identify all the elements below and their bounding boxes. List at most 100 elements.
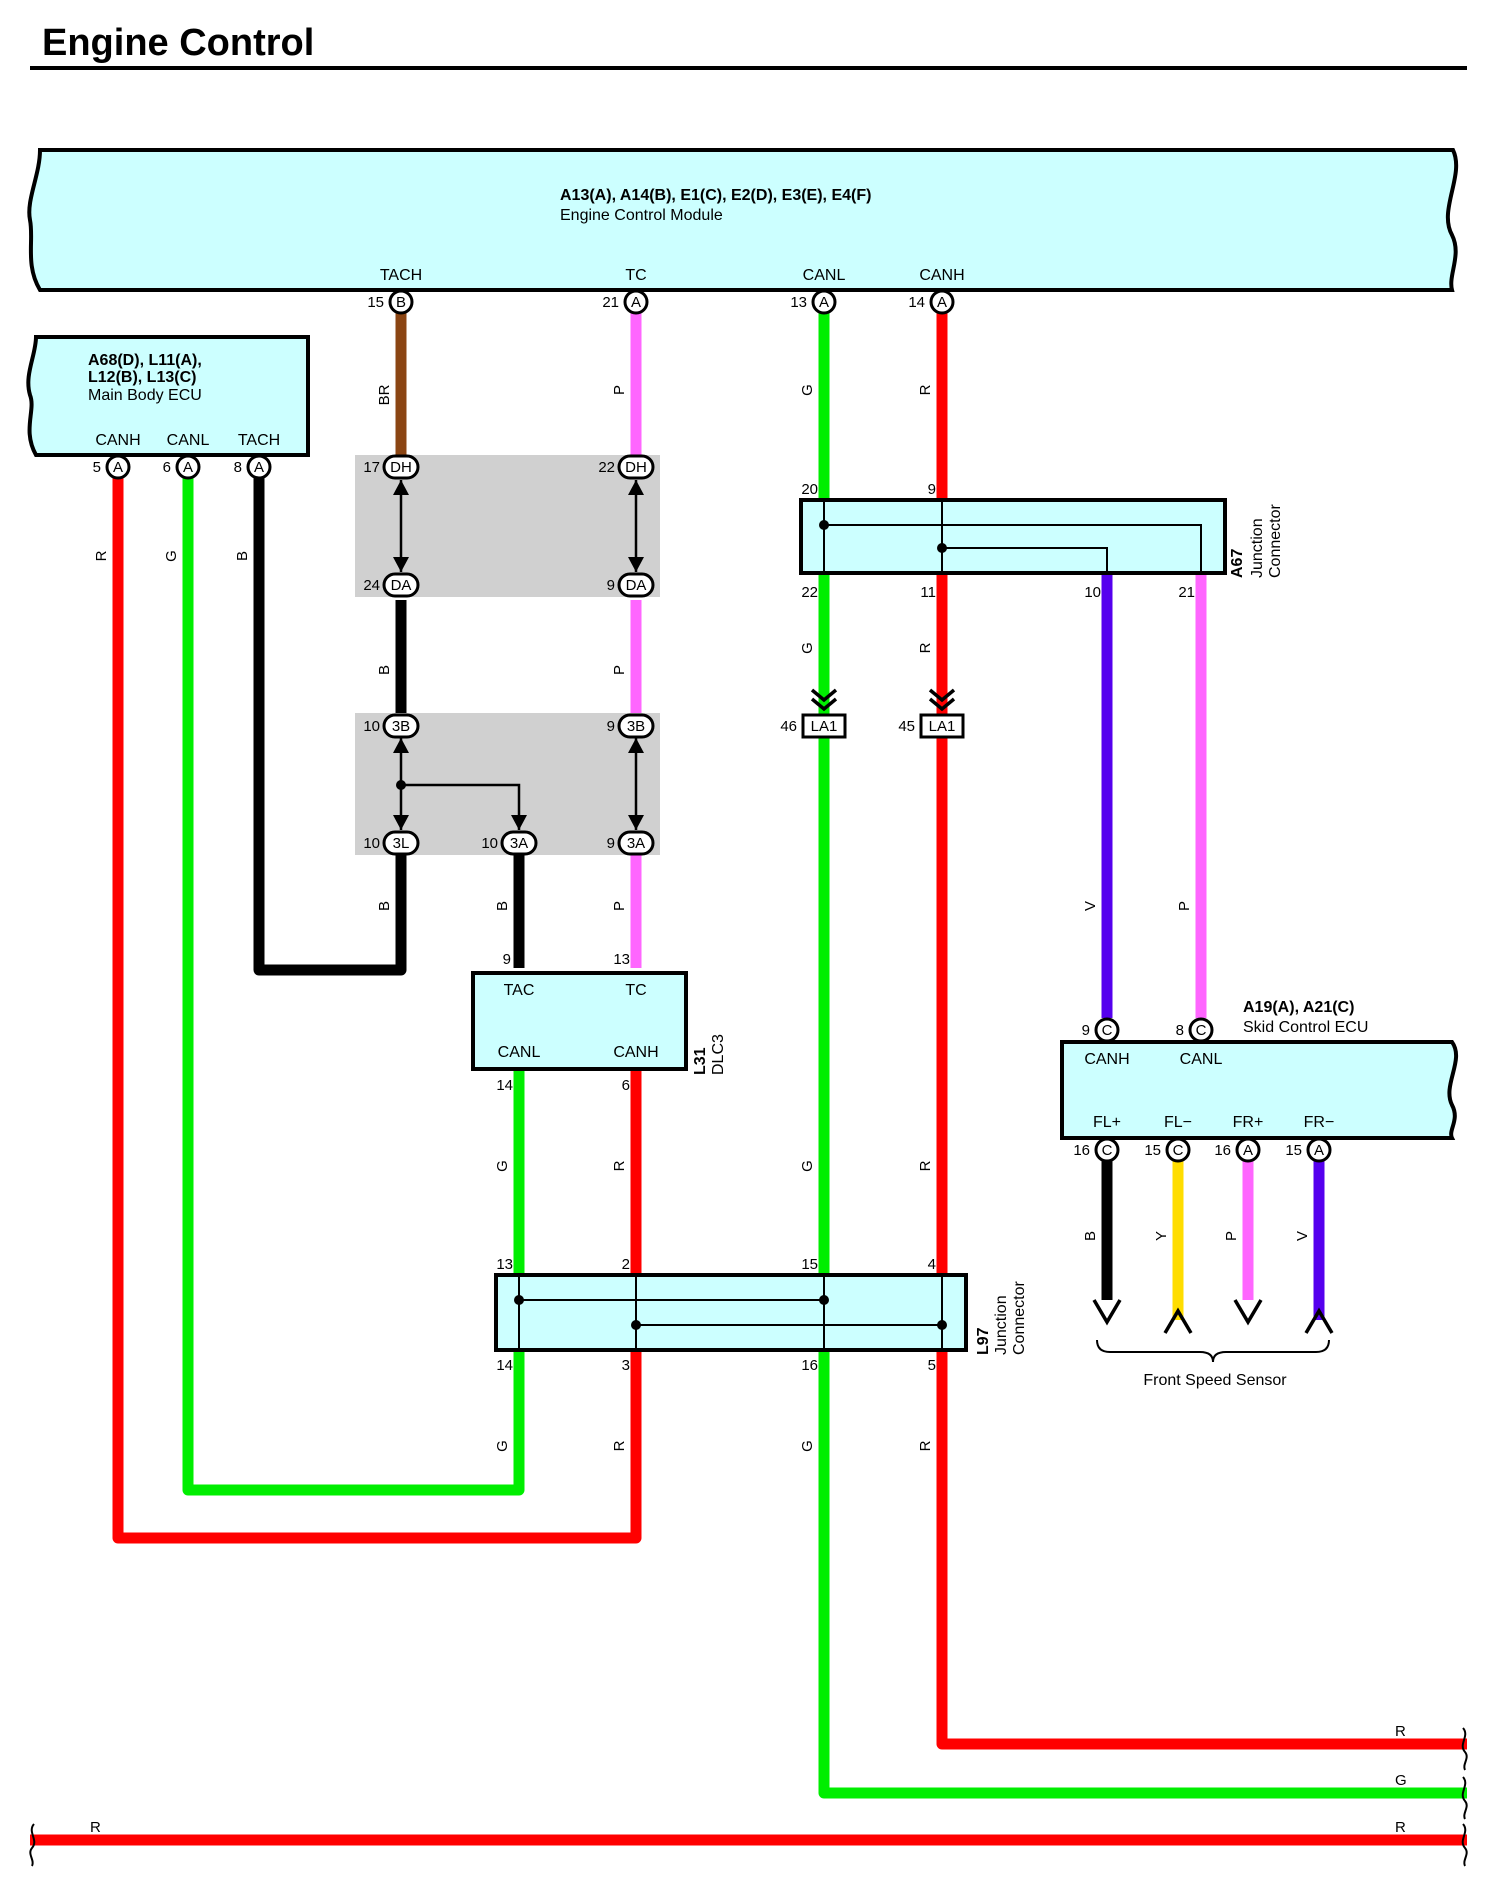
svg-text:15: 15 bbox=[801, 1256, 818, 1273]
terminal-markers: B A A A A A A DH DH DA DA 3B 3B 3L 3A 3A… bbox=[105, 289, 1332, 1163]
svg-text:B: B bbox=[376, 901, 393, 911]
skid-canl-label: CANL bbox=[1180, 1051, 1223, 1068]
skid-frm-label: FR− bbox=[1304, 1114, 1335, 1131]
term-ecm-tach: B bbox=[388, 289, 414, 315]
term-la1-canh: LA1 bbox=[919, 713, 965, 739]
svg-text:R: R bbox=[1395, 1723, 1406, 1740]
ecm-canh-label: CANH bbox=[919, 267, 964, 284]
svg-text:C: C bbox=[1173, 1142, 1184, 1159]
svg-text:13: 13 bbox=[790, 294, 807, 311]
svg-text:P: P bbox=[1176, 901, 1193, 911]
term-dh-2: DH bbox=[617, 454, 655, 480]
svg-text:P: P bbox=[611, 665, 628, 675]
term-skid-flp: C bbox=[1094, 1137, 1120, 1163]
page-title: Engine Control bbox=[42, 22, 314, 64]
svg-text:DA: DA bbox=[626, 577, 647, 594]
svg-text:22: 22 bbox=[801, 584, 818, 601]
svg-text:9: 9 bbox=[1082, 1022, 1090, 1039]
svg-text:15: 15 bbox=[1285, 1142, 1302, 1159]
l97-code: L97 bbox=[975, 1327, 992, 1355]
term-skid-canh: C bbox=[1094, 1017, 1120, 1043]
term-mb-tach: A bbox=[246, 454, 272, 480]
svg-text:Y: Y bbox=[1153, 1231, 1170, 1241]
svg-text:10: 10 bbox=[363, 718, 380, 735]
svg-text:A: A bbox=[183, 459, 193, 476]
svg-text:3A: 3A bbox=[510, 835, 528, 852]
svg-text:A: A bbox=[937, 294, 947, 311]
svg-text:8: 8 bbox=[1176, 1022, 1184, 1039]
svg-text:16: 16 bbox=[1073, 1142, 1090, 1159]
svg-text:G: G bbox=[1395, 1772, 1407, 1789]
svg-text:V: V bbox=[1294, 1231, 1311, 1241]
wire-mbecu-canh bbox=[112, 478, 642, 1544]
ecm-codes: A13(A), A14(B), E1(C), E2(D), E3(E), E4(… bbox=[560, 187, 871, 204]
wire-mbecu-canl bbox=[182, 478, 525, 1496]
svg-text:B: B bbox=[396, 294, 406, 311]
skid-flm-label: FL− bbox=[1164, 1114, 1192, 1131]
ecm-canl-label: CANL bbox=[803, 267, 846, 284]
ecm-tach-label: TACH bbox=[380, 267, 422, 284]
svg-text:2: 2 bbox=[622, 1256, 630, 1273]
a67-box bbox=[799, 498, 1227, 575]
dlc3-code: L31 bbox=[692, 1047, 709, 1075]
svg-text:A: A bbox=[631, 294, 641, 311]
svg-text:16: 16 bbox=[801, 1357, 818, 1374]
svg-text:LA1: LA1 bbox=[929, 718, 956, 735]
svg-text:10: 10 bbox=[363, 835, 380, 852]
svg-text:R: R bbox=[93, 550, 110, 561]
svg-text:3B: 3B bbox=[392, 718, 410, 735]
dlc3-box bbox=[471, 971, 688, 1071]
term-mb-canh: A bbox=[105, 454, 131, 480]
svg-text:46: 46 bbox=[780, 718, 797, 735]
svg-text:DH: DH bbox=[625, 459, 647, 476]
term-ecm-canh: A bbox=[929, 289, 955, 315]
a67-name2: Connector bbox=[1267, 504, 1284, 578]
ecm-tc-label: TC bbox=[625, 267, 646, 284]
dlc3-name: DLC3 bbox=[710, 1034, 727, 1075]
svg-text:R: R bbox=[611, 1440, 628, 1451]
term-3l: 3L bbox=[382, 830, 420, 856]
a67-code: A67 bbox=[1229, 549, 1246, 578]
svg-text:6: 6 bbox=[622, 1077, 630, 1094]
svg-text:R: R bbox=[917, 1440, 934, 1451]
svg-text:11: 11 bbox=[920, 584, 936, 601]
svg-text:C: C bbox=[1102, 1142, 1113, 1159]
svg-text:G: G bbox=[494, 1440, 511, 1452]
term-skid-frm: A bbox=[1306, 1137, 1332, 1163]
term-skid-canl: C bbox=[1188, 1017, 1214, 1043]
svg-text:G: G bbox=[799, 1440, 816, 1452]
svg-text:A: A bbox=[113, 459, 123, 476]
svg-text:3L: 3L bbox=[393, 835, 410, 852]
dlc3-canh-label: CANH bbox=[613, 1044, 658, 1061]
mbecu-codes1: A68(D), L11(A), bbox=[88, 352, 202, 369]
wire-canl-g3 bbox=[818, 1350, 1467, 1799]
svg-text:B: B bbox=[1082, 1231, 1099, 1241]
svg-text:R: R bbox=[90, 1819, 101, 1836]
svg-text:10: 10 bbox=[481, 835, 498, 852]
svg-text:G: G bbox=[799, 384, 816, 396]
svg-text:9: 9 bbox=[928, 481, 936, 498]
l97-name1: Junction bbox=[993, 1295, 1010, 1355]
svg-text:A: A bbox=[254, 459, 264, 476]
svg-text:6: 6 bbox=[163, 459, 171, 476]
term-dh-1: DH bbox=[382, 454, 420, 480]
svg-text:20: 20 bbox=[801, 481, 818, 498]
mbecu-canl-label: CANL bbox=[167, 432, 210, 449]
term-mb-canl: A bbox=[175, 454, 201, 480]
skid-flp-label: FL+ bbox=[1093, 1114, 1121, 1131]
svg-text:3A: 3A bbox=[627, 835, 645, 852]
svg-text:9: 9 bbox=[607, 835, 615, 852]
term-ecm-canl: A bbox=[811, 289, 837, 315]
svg-text:14: 14 bbox=[496, 1077, 513, 1094]
svg-text:22: 22 bbox=[598, 459, 615, 476]
svg-text:15: 15 bbox=[367, 294, 384, 311]
skid-canh-label: CANH bbox=[1084, 1051, 1129, 1068]
a67-name1: Junction bbox=[1249, 518, 1266, 578]
mbecu-tach-label: TACH bbox=[238, 432, 280, 449]
svg-text:R: R bbox=[917, 1160, 934, 1171]
term-skid-frp: A bbox=[1235, 1137, 1261, 1163]
svg-text:B: B bbox=[376, 665, 393, 675]
l97-box bbox=[494, 1273, 968, 1352]
